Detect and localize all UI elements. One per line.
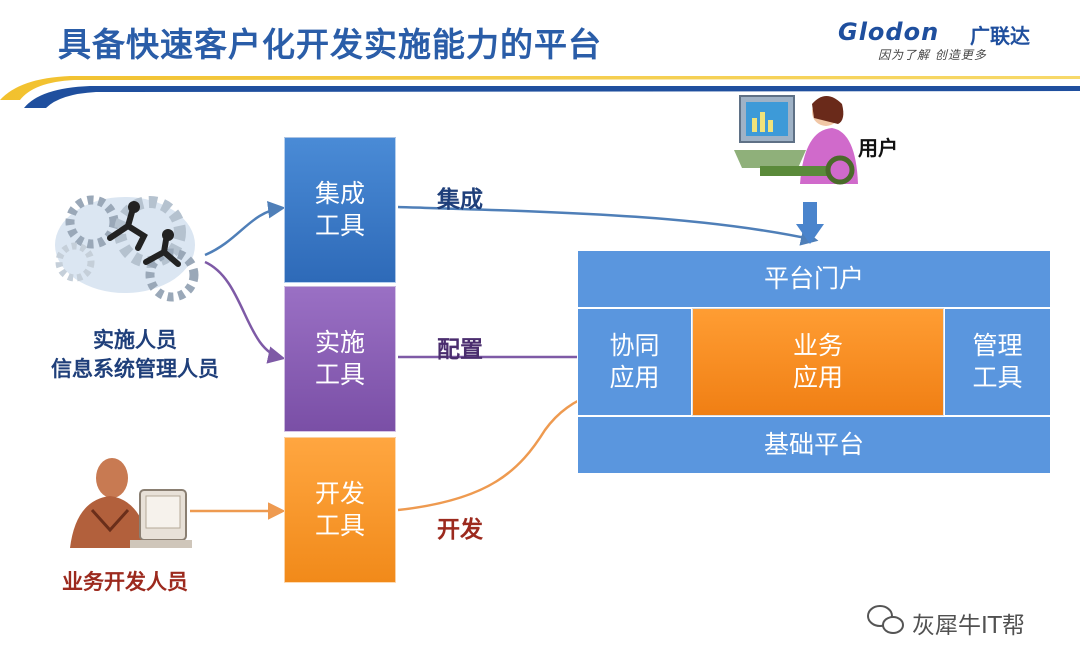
platform-base: 基础平台 xyxy=(577,416,1051,474)
platform-portal-label: 平台门户 xyxy=(763,264,864,293)
header-stripe-yellow xyxy=(0,76,1080,100)
header-stripe-blue xyxy=(24,86,1080,108)
platform-portal: 平台门户 xyxy=(577,250,1051,308)
down-arrow-icon xyxy=(796,202,824,244)
logo: Glodon 广联达 因为了解 创造更多 xyxy=(838,18,1048,66)
logo-word: Glodon xyxy=(838,18,940,46)
edge-integrate xyxy=(397,205,819,246)
platform-management-label: 管理 工具 xyxy=(972,331,1023,392)
edge-implementer-integration xyxy=(204,201,286,257)
implementation-tool-box: 实施 工具 xyxy=(284,286,396,432)
edge-label-configure: 配置 xyxy=(437,337,483,363)
platform-base-label: 基础平台 xyxy=(763,430,864,459)
page-title: 具备快速客户化开发实施能力的平台 xyxy=(58,25,602,64)
logo-slogan: 因为了解 创造更多 xyxy=(878,48,987,62)
platform-business-app: 业务 应用 xyxy=(692,308,944,416)
integration-tool-box: 集成 工具 xyxy=(284,137,396,283)
platform-collab-app: 协同 应用 xyxy=(577,308,692,416)
user-at-computer-icon xyxy=(734,95,858,185)
platform-collab-label: 协同 应用 xyxy=(609,331,660,392)
development-tool-box: 开发 工具 xyxy=(284,437,396,583)
developer-label: 业务开发人员 xyxy=(62,570,188,594)
watermark: 灰犀牛IT帮 xyxy=(912,613,1025,639)
platform-management-tool: 管理 工具 xyxy=(944,308,1051,416)
implementer-label: 实施人员 信息系统管理人员 xyxy=(51,328,219,381)
edge-implementer-implementation xyxy=(204,260,286,364)
integration-tool-label: 集成 工具 xyxy=(314,179,365,240)
development-tool-label: 开发 工具 xyxy=(314,479,365,540)
edge-label-integrate: 集成 xyxy=(437,187,483,213)
developer-at-computer-icon xyxy=(70,458,192,548)
logo-cn: 广联达 xyxy=(970,24,1030,48)
gears-people-icon xyxy=(55,195,199,302)
user-label: 用户 xyxy=(858,136,898,160)
implementation-tool-label: 实施 工具 xyxy=(314,328,365,389)
platform-business-label: 业务 应用 xyxy=(792,331,843,392)
edge-label-develop: 开发 xyxy=(437,517,483,543)
wechat-icon xyxy=(867,605,904,634)
